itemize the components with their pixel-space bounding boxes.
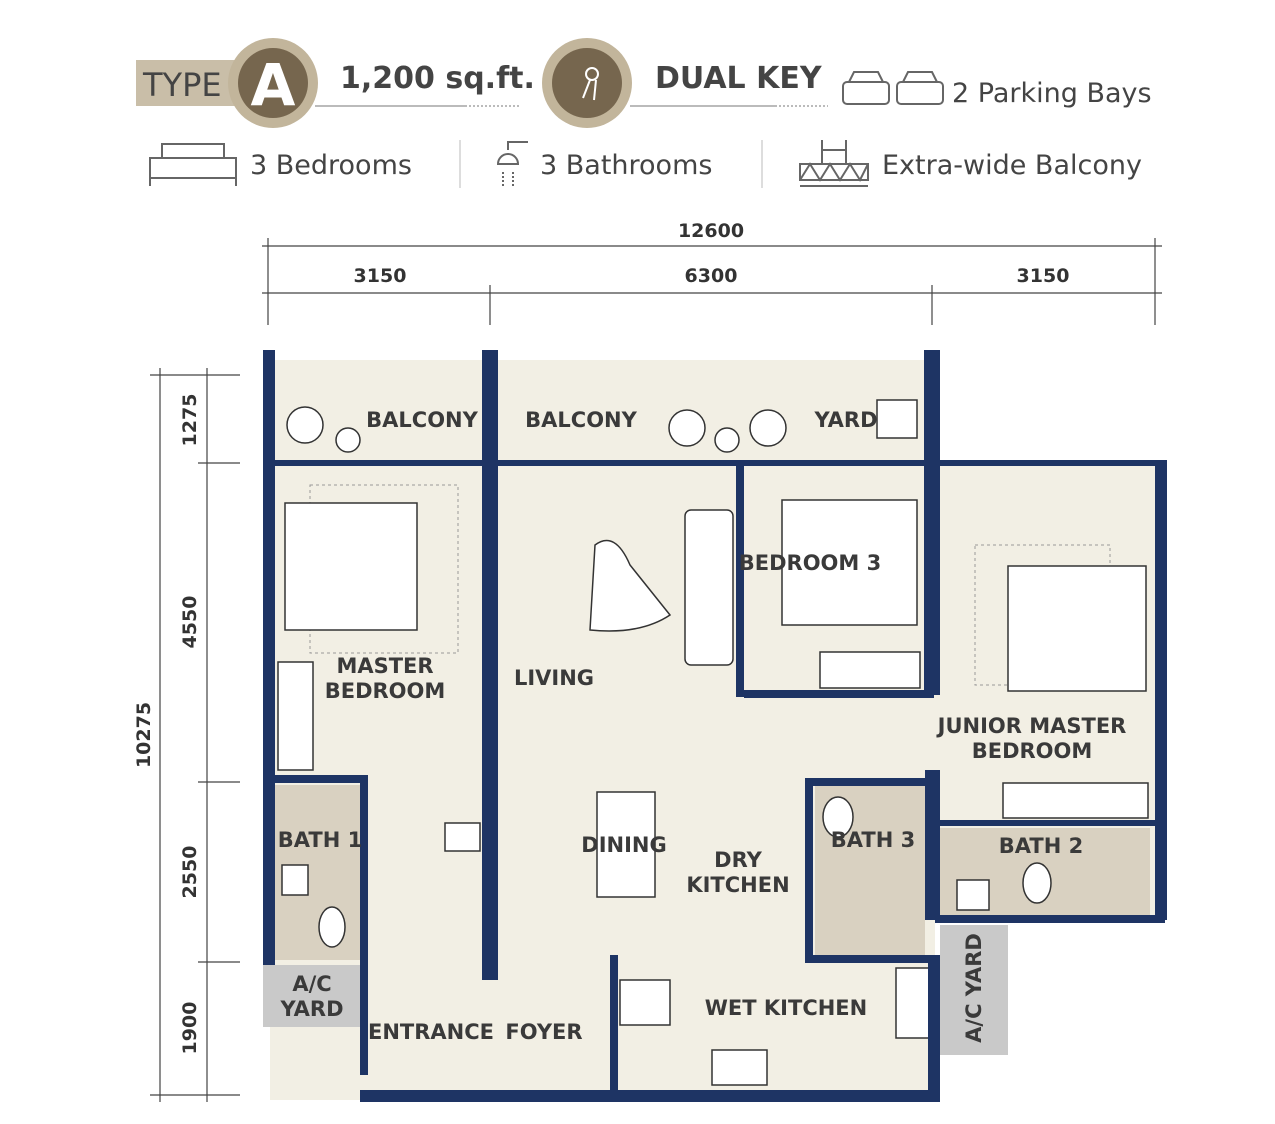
dim-w2: 6300 <box>685 265 738 287</box>
label-living: LIVING <box>514 666 594 690</box>
master-bed <box>284 502 418 631</box>
label-junior-master-2: BEDROOM <box>972 739 1093 763</box>
dim-w1: 3150 <box>354 265 407 287</box>
stove <box>711 1049 768 1086</box>
bedroom3-bed <box>781 499 918 626</box>
label-foyer: FOYER <box>505 1020 582 1044</box>
bedrooms-text: 3 Bedrooms <box>250 150 412 181</box>
label-balcony-2: BALCONY <box>525 408 637 432</box>
label-wet-kitchen: WET KITCHEN <box>705 996 867 1020</box>
car-icon <box>896 71 944 105</box>
dimension-lines <box>150 238 1162 1102</box>
dim-d2: 4550 <box>179 596 201 649</box>
washer <box>619 979 671 1026</box>
ac-yard-left-floor <box>263 965 360 1027</box>
furniture <box>277 399 1149 1086</box>
sofa <box>684 509 734 666</box>
label-ac-yard-left-2: YARD <box>279 997 343 1021</box>
label-dry-kitchen: DRY <box>714 848 762 872</box>
bathrooms-text: 3 Bathrooms <box>540 150 712 181</box>
label-junior-master: JUNIOR MASTER <box>936 714 1127 738</box>
label-bedroom-3: BEDROOM 3 <box>739 551 881 575</box>
label-master-bedroom-2: BEDROOM <box>325 679 446 703</box>
label-yard: YARD <box>813 408 877 432</box>
room-labels: BALCONY BALCONY YARD MASTER BEDROOM LIVI… <box>278 408 1127 1044</box>
coffee-table <box>589 539 672 632</box>
key-icon <box>582 67 599 101</box>
type-badge <box>238 48 308 118</box>
shower-icon <box>496 141 528 186</box>
balcony-icon <box>799 140 869 187</box>
label-bath-3: BATH 3 <box>831 828 915 852</box>
header: TYPE A 1,200 sq.ft. DUAL KEY 2 Parking B… <box>136 38 1152 188</box>
washer-yard <box>876 399 918 439</box>
label-ac-yard-right: A/C YARD <box>962 933 986 1043</box>
dim-w3: 3150 <box>1017 265 1070 287</box>
sink <box>895 967 933 1039</box>
type-prefix: TYPE <box>142 66 222 104</box>
wardrobe <box>1002 782 1149 819</box>
dining-table <box>596 791 656 898</box>
junior-bed <box>1007 565 1147 692</box>
dim-d1: 1275 <box>179 394 201 447</box>
dual-key-text: DUAL KEY <box>655 61 823 96</box>
label-master-bedroom: MASTER <box>336 654 433 678</box>
wardrobe <box>277 661 314 771</box>
hob <box>444 822 481 852</box>
dim-d3: 2550 <box>179 846 201 899</box>
balcony-text: Extra-wide Balcony <box>882 150 1142 181</box>
dim-d4: 1900 <box>179 1002 201 1055</box>
label-balcony-1: BALCONY <box>366 408 478 432</box>
dim-total-depth: 10275 <box>133 702 155 768</box>
label-bath-1: BATH 1 <box>278 828 362 852</box>
label-entrance: ENTRANCE <box>368 1020 494 1044</box>
key-badge <box>552 48 622 118</box>
label-dining: DINING <box>581 833 666 857</box>
car-icon <box>842 71 890 105</box>
type-banner <box>136 60 246 106</box>
label-bath-2: BATH 2 <box>999 834 1083 858</box>
bed-icon <box>149 143 237 186</box>
wardrobe <box>819 651 921 689</box>
walls <box>263 350 1167 1102</box>
label-dry-kitchen-2: KITCHEN <box>686 873 789 897</box>
area-text: 1,200 sq.ft. <box>340 61 535 96</box>
parking-text: 2 Parking Bays <box>952 78 1152 109</box>
dim-total-width: 12600 <box>678 220 744 242</box>
ac-yard-right-floor <box>940 925 1008 1055</box>
type-letter: A <box>251 51 296 119</box>
label-ac-yard-left: A/C <box>292 972 331 996</box>
